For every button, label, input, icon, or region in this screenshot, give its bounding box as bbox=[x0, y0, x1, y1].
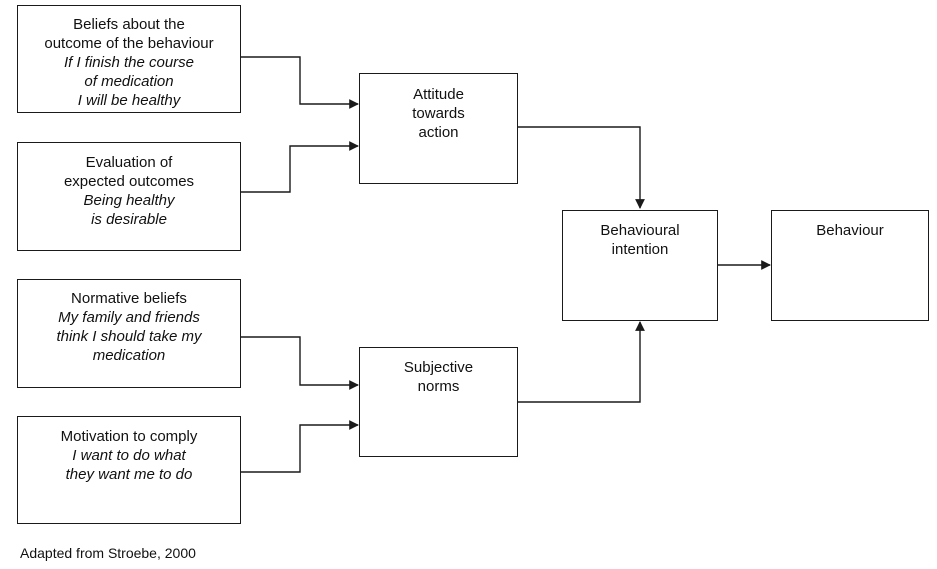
arrow-beliefs-to-attitude bbox=[241, 56, 359, 109]
box-subjective-norms: Subjective norms bbox=[359, 347, 518, 457]
beliefs-example-line-2: of medication bbox=[84, 73, 174, 90]
behaviour-line-1: Behaviour bbox=[816, 222, 884, 239]
box-attitude-towards-action: Attitude towards action bbox=[359, 73, 518, 184]
intention-line-2: intention bbox=[611, 241, 669, 258]
box-behavioural-intention: Behavioural intention bbox=[562, 210, 718, 321]
beliefs-title-line-2: outcome of the behaviour bbox=[44, 35, 214, 52]
beliefs-example-line-1: If I finish the course bbox=[63, 54, 195, 71]
evaluation-title-line-1: Evaluation of bbox=[85, 154, 173, 171]
attitude-line-1: Attitude bbox=[413, 86, 464, 103]
intention-line-1: Behavioural bbox=[600, 222, 680, 239]
attitude-line-3: action bbox=[418, 124, 459, 141]
beliefs-example-line-3: I will be healthy bbox=[77, 92, 181, 109]
box-evaluation-of-outcomes: Evaluation of expected outcomes Being he… bbox=[17, 142, 241, 251]
arrow-attitude-to-intention bbox=[518, 126, 645, 209]
evaluation-title-line-2: expected outcomes bbox=[63, 173, 195, 190]
arrow-motivation-to-subjective bbox=[241, 420, 359, 473]
subjective-line-2: norms bbox=[417, 378, 460, 395]
normative-example-line-3: medication bbox=[92, 347, 166, 364]
source-caption: Adapted from Stroebe, 2000 bbox=[20, 545, 196, 561]
box-behaviour: Behaviour bbox=[771, 210, 929, 321]
arrow-evaluation-to-attitude bbox=[241, 141, 359, 193]
beliefs-title-line-1: Beliefs about the bbox=[73, 16, 185, 33]
normative-example-line-1: My family and friends bbox=[58, 309, 200, 326]
evaluation-example-line-1: Being healthy bbox=[83, 192, 175, 209]
box-motivation-to-comply: Motivation to comply I want to do what t… bbox=[17, 416, 241, 524]
box-normative-beliefs: Normative beliefs My family and friends … bbox=[17, 279, 241, 388]
normative-title-line-1: Normative beliefs bbox=[71, 290, 187, 307]
arrow-subjective-to-intention bbox=[518, 321, 645, 403]
box-beliefs-about-outcome: Beliefs about the outcome of the behavio… bbox=[17, 5, 241, 113]
normative-example-line-2: think I should take my bbox=[56, 328, 202, 345]
motivation-example-line-1: I want to do what bbox=[72, 447, 186, 464]
attitude-line-2: towards bbox=[412, 105, 465, 122]
evaluation-example-line-2: is desirable bbox=[91, 211, 167, 228]
subjective-line-1: Subjective bbox=[403, 359, 474, 376]
motivation-title-line-1: Motivation to comply bbox=[60, 428, 198, 445]
motivation-example-line-2: they want me to do bbox=[65, 466, 193, 483]
arrow-normative-to-subjective bbox=[241, 336, 359, 390]
